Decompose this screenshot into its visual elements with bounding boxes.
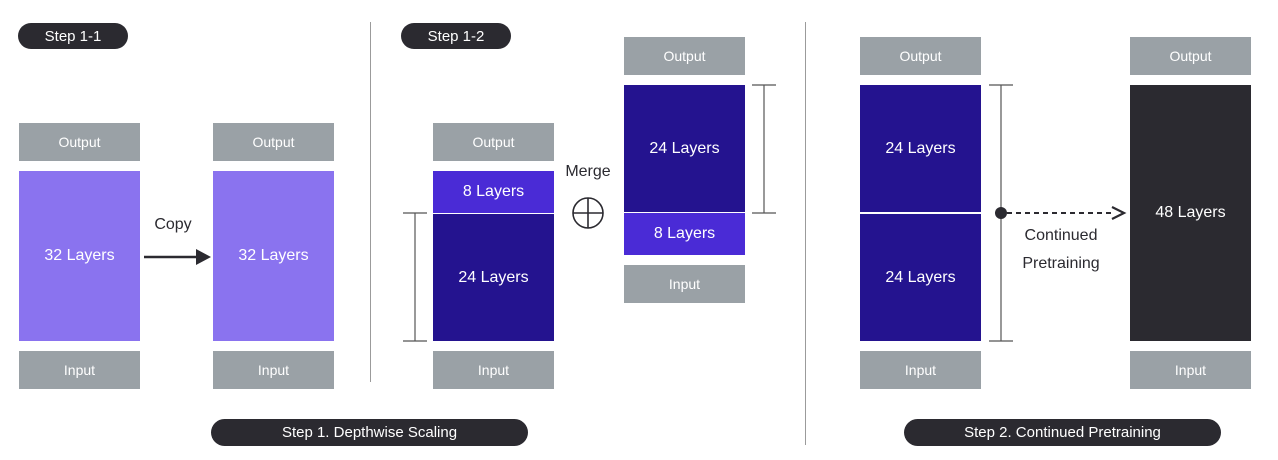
s3-right-block: 48 Layers	[1130, 85, 1251, 341]
s2-right-bottom-block: 8 Layers	[624, 213, 745, 255]
step-2-caption: Step 2. Continued Pretraining	[904, 419, 1221, 446]
s1-left-block: 32 Layers	[19, 171, 140, 341]
s3-right-input: Input	[1130, 351, 1251, 389]
copy-label: Copy	[154, 216, 192, 233]
s3-left-output: Output	[860, 37, 981, 75]
copy-arrow	[144, 249, 211, 265]
s1-right-input: Input	[213, 351, 334, 389]
s2-left-input: Input	[433, 351, 554, 389]
s2-right-output: Output	[624, 37, 745, 75]
s1-right-block: 32 Layers	[213, 171, 334, 341]
s2-left-output: Output	[433, 123, 554, 161]
s3-left-input: Input	[860, 351, 981, 389]
s1-right-output: Output	[213, 123, 334, 161]
pretraining-label: Pretraining	[1022, 255, 1100, 272]
continued-label: Continued	[1024, 227, 1098, 244]
s2-right-top-block: 24 Layers	[624, 85, 745, 212]
s1-left-output: Output	[19, 123, 140, 161]
section-divider-2	[805, 22, 806, 445]
s2-left-top-block: 8 Layers	[433, 171, 554, 213]
s2-left-bottom-block: 24 Layers	[433, 214, 554, 341]
s1-left-input: Input	[19, 351, 140, 389]
section-divider-1	[370, 22, 371, 382]
s2-right-input: Input	[624, 265, 745, 303]
merge-plus-icon	[572, 197, 604, 229]
s3-right-output: Output	[1130, 37, 1251, 75]
step-1-caption: Step 1. Depthwise Scaling	[211, 419, 528, 446]
pretraining-arrow	[995, 206, 1127, 220]
s2-right-bracket	[752, 84, 776, 214]
s3-left-bottom-block: 24 Layers	[860, 214, 981, 341]
step-1-1-badge: Step 1-1	[18, 23, 128, 49]
s3-left-top-block: 24 Layers	[860, 85, 981, 212]
s2-left-bracket	[403, 212, 427, 342]
step-1-2-badge: Step 1-2	[401, 23, 511, 49]
merge-label: Merge	[565, 163, 611, 180]
